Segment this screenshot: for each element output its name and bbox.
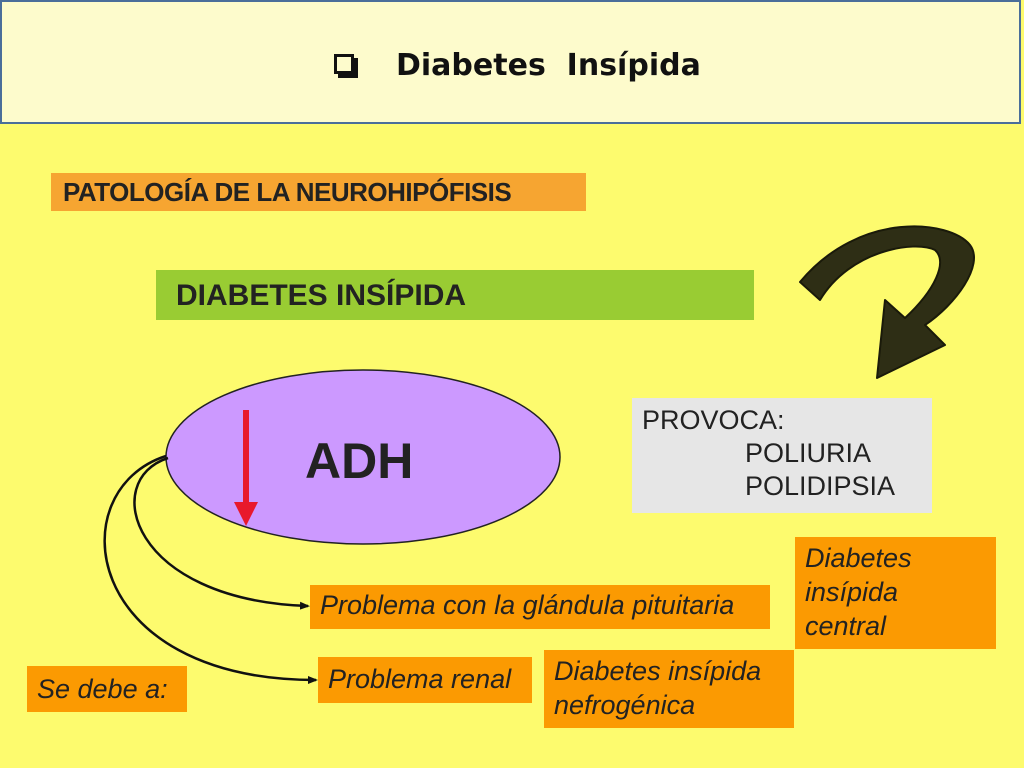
adh-label: ADH [305,433,413,489]
diabetes-insipida-banner: DIABETES INSÍPIDA [156,270,754,320]
provoca-item-polidipsia: POLIDIPSIA [745,471,896,501]
cause-pituitaria: Problema con la glándula pituitaria [310,585,770,629]
connector-to-pituitaria [133,456,310,610]
provoca-heading: PROVOCA: [642,405,785,435]
curved-arrow-icon [799,225,975,379]
type-nefrogenica-line: Diabetes insípida [554,656,762,686]
type-central: Diabetes insípida central [795,537,996,649]
connector-to-renal [103,454,318,684]
type-central-line: insípida [805,577,899,607]
decrease-arrow-icon [234,410,258,526]
title-wrap: Diabetes Insípida [334,48,701,83]
cause-renal: Problema renal [318,657,532,703]
slide-title: Diabetes Insípida [396,48,701,83]
title-bar: Diabetes Insípida [0,0,1021,124]
type-central-line: Diabetes [805,543,912,573]
provoca-box: PROVOCA: POLIURIA POLIDIPSIA [632,398,932,513]
patologia-label: PATOLOGÍA DE LA NEUROHIPÓFISIS [51,173,586,211]
se-debe-a-label: Se debe a: [27,666,187,712]
checkbox-bullet-icon [334,53,354,74]
provoca-item-poliuria: POLIURIA [745,438,872,468]
type-nefrogenica: Diabetes insípida nefrogénica [544,650,794,728]
type-central-line: central [805,611,887,641]
type-nefrogenica-line: nefrogénica [554,690,696,720]
